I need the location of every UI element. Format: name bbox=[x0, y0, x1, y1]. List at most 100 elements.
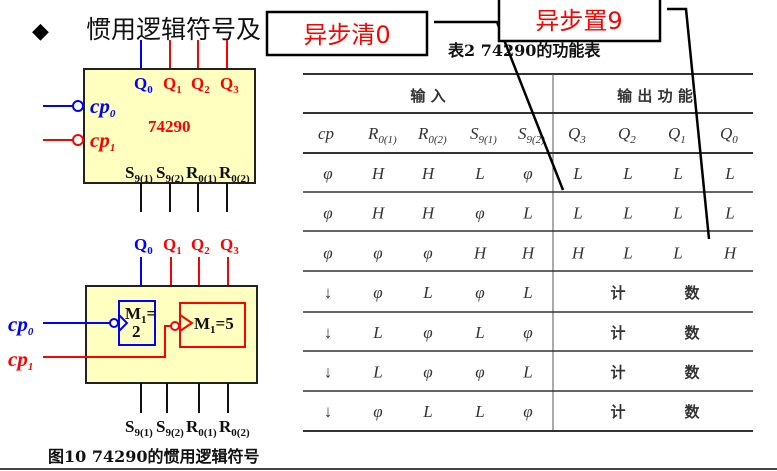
cp0-inversion-bubble bbox=[72, 100, 84, 112]
table-cell: H bbox=[371, 204, 386, 223]
cp1-inversion-bubble bbox=[170, 321, 180, 331]
cp0-label: cp0 bbox=[8, 312, 34, 338]
table-cell: L bbox=[622, 204, 632, 223]
table-cell: L bbox=[372, 323, 382, 342]
table-cell: L bbox=[572, 164, 582, 183]
table-cell: φ bbox=[373, 283, 382, 302]
column-header: Q1 bbox=[668, 124, 686, 146]
table-cell: φ bbox=[475, 204, 484, 223]
table-cell: ↓ bbox=[324, 363, 333, 382]
table-cell: H bbox=[371, 164, 386, 183]
table-cell: L bbox=[724, 164, 734, 183]
table-cell: φ bbox=[323, 243, 332, 262]
table-cell: φ bbox=[423, 243, 432, 262]
callout-clear-pointer bbox=[434, 20, 565, 191]
table-cell: φ bbox=[373, 243, 382, 262]
r01-label: R0(1) bbox=[186, 417, 217, 439]
mod5-label: M1=5 bbox=[194, 314, 234, 336]
r01-label: R0(1) bbox=[186, 163, 217, 185]
table-cell: L bbox=[572, 204, 582, 223]
table-cell: ↓ bbox=[324, 402, 333, 421]
mod2-clock-triangle bbox=[118, 314, 129, 332]
callout-set-text: 异步置9 bbox=[535, 7, 622, 35]
table-cell: φ bbox=[423, 323, 432, 342]
table-cell: L bbox=[522, 204, 532, 223]
callout-clear-box bbox=[265, 10, 429, 57]
q3-label: Q3 bbox=[220, 74, 239, 96]
q1-label: Q1 bbox=[163, 235, 182, 257]
count-cell: 计 bbox=[610, 403, 625, 421]
table-cell: φ bbox=[523, 402, 532, 421]
bullet-icon: ◆ bbox=[32, 19, 49, 44]
table-cell: φ bbox=[323, 204, 332, 223]
table-cell: H bbox=[571, 243, 586, 262]
table-cell: H bbox=[421, 164, 436, 183]
mod2-label-line2: 2 bbox=[132, 322, 141, 341]
column-header: cp bbox=[318, 124, 334, 143]
table-cell: L bbox=[422, 283, 432, 302]
q3-label: Q3 bbox=[220, 235, 239, 257]
column-header: R0(2) bbox=[417, 124, 447, 146]
table-cell: ↓ bbox=[324, 283, 333, 302]
q1-label: Q1 bbox=[163, 74, 182, 96]
s92-label: S9(2) bbox=[156, 417, 184, 439]
table-cell: L bbox=[422, 402, 432, 421]
column-header: Q0 bbox=[720, 124, 738, 146]
table-cell: ↓ bbox=[324, 323, 333, 342]
q0-label: Q0 bbox=[134, 235, 153, 257]
table-cell: L bbox=[724, 204, 734, 223]
r02-label: R0(2) bbox=[219, 417, 250, 439]
table-cell: L bbox=[372, 363, 382, 382]
callout-clear-text: 异步清0 bbox=[303, 21, 390, 49]
table-cell: φ bbox=[475, 283, 484, 302]
table-cell: H bbox=[521, 243, 536, 262]
cp0-inversion-bubble bbox=[109, 318, 119, 328]
count-cell: 数 bbox=[684, 324, 700, 342]
mod2-label: M1= bbox=[125, 304, 156, 326]
table-cell: L bbox=[474, 402, 484, 421]
callout-set-box bbox=[497, 0, 662, 43]
column-header: S9(2) bbox=[518, 124, 545, 146]
table-cell: H bbox=[723, 243, 738, 262]
callout-set-pointer bbox=[667, 7, 711, 240]
column-header: Q2 bbox=[618, 124, 636, 146]
slide-title: 惯用逻辑符号及 bbox=[86, 15, 261, 44]
symbol-74290-top: Q0 Q1 Q2 Q3 cp0 cp1 74290 S9(1) S9(2) R0… bbox=[43, 40, 256, 212]
chip-body bbox=[85, 285, 258, 384]
chip-body bbox=[83, 68, 256, 184]
table-cell: L bbox=[522, 363, 532, 382]
figure-caption: 图10 74290的惯用逻辑符号 bbox=[48, 447, 260, 466]
count-cell: 数 bbox=[684, 403, 700, 421]
table-cell: L bbox=[474, 323, 484, 342]
q2-label: Q2 bbox=[191, 235, 210, 257]
mod5-counter-block bbox=[179, 302, 246, 348]
column-header: Q3 bbox=[568, 124, 586, 146]
table-cell: φ bbox=[523, 164, 532, 183]
chip-label: 74290 bbox=[148, 117, 191, 136]
count-cell: 数 bbox=[684, 284, 700, 302]
group-header-output: 输 出 功 能 bbox=[617, 87, 693, 105]
column-header: S9(1) bbox=[470, 124, 497, 146]
q0-label: Q0 bbox=[134, 74, 153, 96]
count-cell: 计 bbox=[610, 324, 625, 342]
table-cell: φ bbox=[523, 323, 532, 342]
table-caption: 表2 74290的功能表 bbox=[447, 41, 601, 60]
group-header-input: 输 入 bbox=[410, 87, 445, 105]
cp1-label: cp1 bbox=[8, 347, 33, 373]
table-cell: L bbox=[672, 164, 682, 183]
q2-label: Q2 bbox=[191, 74, 210, 96]
table-cell: L bbox=[622, 243, 632, 262]
s91-label: S9(1) bbox=[125, 417, 153, 439]
s92-label: S9(2) bbox=[156, 163, 184, 185]
table-cell: H bbox=[421, 204, 436, 223]
symbol-74290-bottom: Q0 Q1 Q2 Q3 M1= 2 M1=5 cp0 cp1 S9(1) S9(… bbox=[8, 235, 258, 439]
table-cell: L bbox=[522, 283, 532, 302]
